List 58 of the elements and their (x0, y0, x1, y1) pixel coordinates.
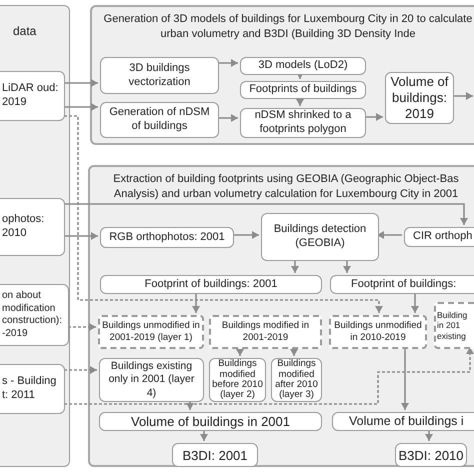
panel (90, 5, 474, 145)
panel-title: data (13, 23, 36, 40)
arrow (236, 347, 244, 356)
dashed-arrow (68, 323, 96, 331)
arrow (217, 59, 238, 67)
process-box: 3D buildings vectorization (100, 57, 219, 94)
arrow (411, 292, 419, 313)
process-box: s - Building t: 2011 (0, 364, 65, 414)
process-box: Buildings detection (GEOBIA) (261, 213, 379, 261)
arrow (296, 97, 304, 106)
dashed-box: Building in 201 existing (434, 302, 474, 349)
process-box: LiDAR oud: 2019 (0, 71, 65, 121)
process-box: ophotos: 2010 (0, 198, 65, 256)
process-box: Generation of nDSM of buildings (100, 102, 219, 138)
arrow (186, 400, 194, 410)
arrow (343, 259, 351, 273)
process-box: Buildings modified after 2010 (layer 3) (271, 358, 322, 402)
result-box: Volume of buildings in 2001 (99, 412, 322, 431)
dashed-box: Buildings modified in 2001-2019 (209, 315, 322, 349)
process-box: 3D models (LoD2) (240, 57, 366, 75)
arrow (452, 92, 473, 100)
arrow (200, 429, 208, 441)
result-box: Volume of buildings: 2019 (385, 72, 454, 124)
arrow (290, 347, 298, 356)
process-box: on about modification construction): -2019 (0, 284, 69, 346)
arrow (296, 72, 304, 79)
dashed-box: Buildings unmodified in 2001-2019 (layer 1) (98, 315, 204, 349)
process-box: Buildings modified before 2010 (layer 2) (209, 358, 266, 402)
arrow (64, 203, 468, 225)
panel (0, 5, 70, 467)
dashed-arrow (64, 366, 97, 374)
arrow (232, 231, 259, 239)
arrow (291, 259, 299, 273)
arrow (401, 347, 409, 410)
arrow (64, 103, 98, 111)
dashed-arrow (64, 347, 474, 405)
arrow (364, 113, 383, 121)
process-box: nDSM shrinked to a footprints polygon (240, 108, 366, 138)
result-box: B3DI: 2001 (172, 443, 258, 467)
process-box: Footprint of buildings: (330, 275, 474, 294)
process-box: CIR orthoph (404, 227, 474, 247)
process-box: Buildings existing only in 2001 (layer 4) (99, 358, 204, 402)
result-box: Volume of buildings i (332, 412, 474, 431)
arrow (217, 114, 238, 122)
arrow (192, 292, 200, 313)
result-box: B3DI: 2010 (395, 443, 467, 467)
panel (88, 165, 474, 467)
process-box: Footprints of buildings (240, 81, 366, 99)
dashed-arrow (64, 115, 383, 313)
dashed-box: Buildings unmodified in 2010-2019 (329, 315, 427, 349)
arrow (64, 232, 98, 240)
arrow (425, 429, 433, 441)
process-box: Footprint of buildings: 2001 (100, 275, 322, 294)
arrow (64, 79, 98, 87)
arrow (377, 231, 402, 239)
panel-title: Extraction of building footprints using GEOBIA (Geographic Object-Bas Analysis) and urban volumetry calculation for Luxembourg City in 2001 (112, 172, 460, 202)
panel-title: Generation of 3D models of buildings for Luxembourg City in 20 to calculate urban volumetry and B3DI (Building 3D Density Inde (102, 12, 474, 42)
process-box: RGB orthophotos: 2001 (100, 227, 234, 248)
